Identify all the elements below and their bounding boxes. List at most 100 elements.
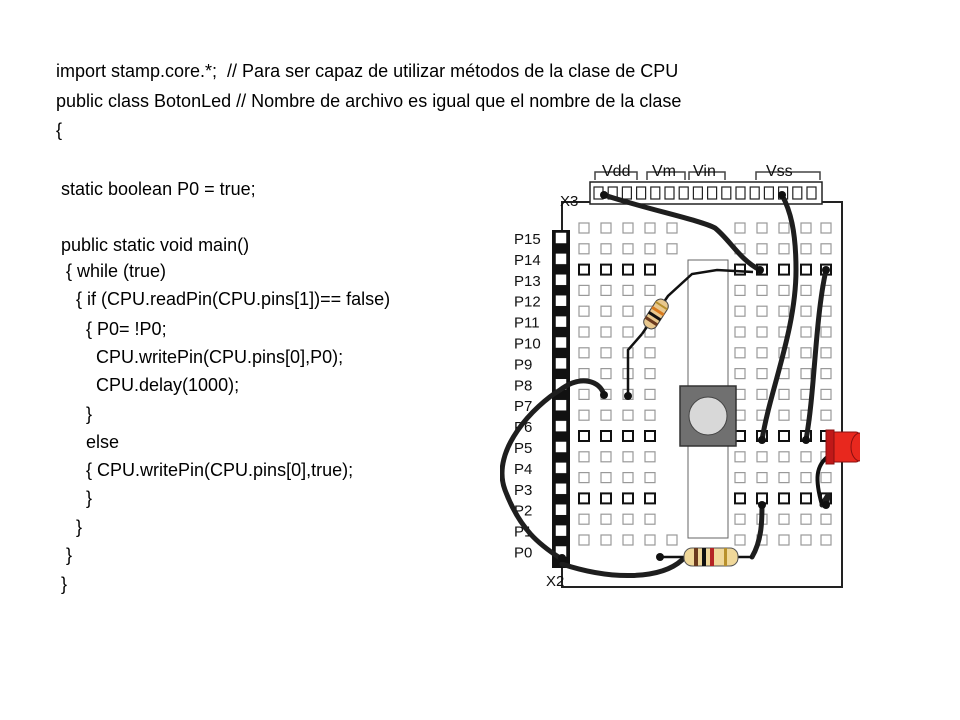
hole	[800, 534, 812, 546]
code-line: }	[56, 545, 73, 565]
hole	[734, 326, 746, 338]
hole	[778, 513, 790, 525]
hole	[600, 534, 612, 546]
hole	[578, 472, 590, 484]
hole	[644, 492, 656, 505]
code-line: { P0= !P0;	[56, 319, 167, 339]
hole	[600, 409, 612, 421]
hole	[820, 243, 832, 255]
x2-label: X2	[546, 573, 564, 590]
hole	[644, 388, 656, 400]
hole	[600, 243, 612, 255]
hole	[756, 451, 768, 463]
hole	[600, 430, 612, 442]
hole	[578, 222, 590, 234]
hole	[734, 451, 746, 463]
hole	[778, 492, 790, 505]
pin-label: P14	[514, 252, 541, 269]
hole	[644, 472, 656, 484]
wire-endpoint	[822, 266, 830, 274]
code-line: public static void main()	[56, 235, 250, 255]
header-left	[552, 230, 570, 568]
header-pin	[707, 186, 718, 200]
hole	[578, 305, 590, 317]
code-line: }	[56, 404, 93, 424]
hole	[756, 347, 768, 359]
code-line: { if (CPU.readPin(CPU.pins[1])== false)	[56, 289, 391, 309]
hole	[820, 368, 832, 380]
hole	[578, 326, 590, 338]
hole	[820, 409, 832, 421]
hole	[800, 284, 812, 296]
header-pin	[555, 337, 567, 348]
hole	[756, 222, 768, 234]
hole	[778, 263, 790, 276]
hole	[800, 326, 812, 338]
hole	[578, 451, 590, 463]
hole	[578, 492, 590, 505]
hole	[644, 430, 656, 442]
hole	[800, 222, 812, 234]
wire-endpoint	[600, 191, 608, 199]
hole	[600, 326, 612, 338]
hole	[622, 284, 634, 296]
hole	[820, 513, 832, 525]
header-pin	[664, 186, 675, 200]
wire	[803, 267, 829, 443]
led	[815, 429, 860, 506]
header-pin	[763, 186, 774, 200]
wire	[759, 192, 799, 443]
header-pin	[555, 504, 567, 515]
code-line: {	[56, 120, 63, 140]
hole	[644, 409, 656, 421]
header-pin	[806, 186, 817, 200]
hole	[600, 451, 612, 463]
hole	[734, 263, 746, 276]
header-pin	[735, 186, 746, 200]
hole	[622, 430, 634, 442]
hole	[778, 430, 790, 442]
hole	[644, 513, 656, 525]
hole	[622, 492, 634, 505]
hole	[644, 284, 656, 296]
code-line: }	[56, 488, 93, 508]
hole	[622, 263, 634, 276]
hole	[622, 513, 634, 525]
hole	[734, 305, 746, 317]
pin-label: P15	[514, 231, 541, 248]
header-pin	[555, 232, 567, 244]
hole	[622, 222, 634, 234]
hole	[644, 263, 656, 276]
pin-label: P3	[514, 482, 532, 499]
pin-label: P13	[514, 273, 541, 290]
hole	[644, 347, 656, 359]
hole	[578, 347, 590, 359]
vin-label: Vin	[693, 163, 716, 180]
code-line: CPU.delay(1000);	[56, 375, 240, 395]
header-pin	[555, 274, 567, 286]
hole	[820, 534, 832, 546]
pin-label: P10	[514, 336, 541, 353]
hole	[820, 472, 832, 484]
code-line: import stamp.core.*; // Para ser capaz d…	[56, 61, 679, 81]
hole	[578, 243, 590, 255]
hole	[666, 534, 678, 546]
header-pin	[555, 483, 567, 495]
header-pin	[555, 358, 567, 369]
header-pin	[555, 399, 567, 411]
hole	[600, 492, 612, 505]
code-line: { while (true)	[56, 261, 167, 281]
hole	[644, 451, 656, 463]
hole	[778, 409, 790, 421]
hole	[778, 305, 790, 317]
hole	[734, 284, 746, 296]
header-brackets	[594, 171, 821, 180]
wire	[500, 378, 607, 561]
hole	[778, 222, 790, 234]
hole	[600, 263, 612, 276]
header-pin	[749, 186, 760, 200]
pin-label: P9	[514, 356, 532, 373]
pin-label: P4	[514, 461, 532, 478]
hole	[734, 534, 746, 546]
